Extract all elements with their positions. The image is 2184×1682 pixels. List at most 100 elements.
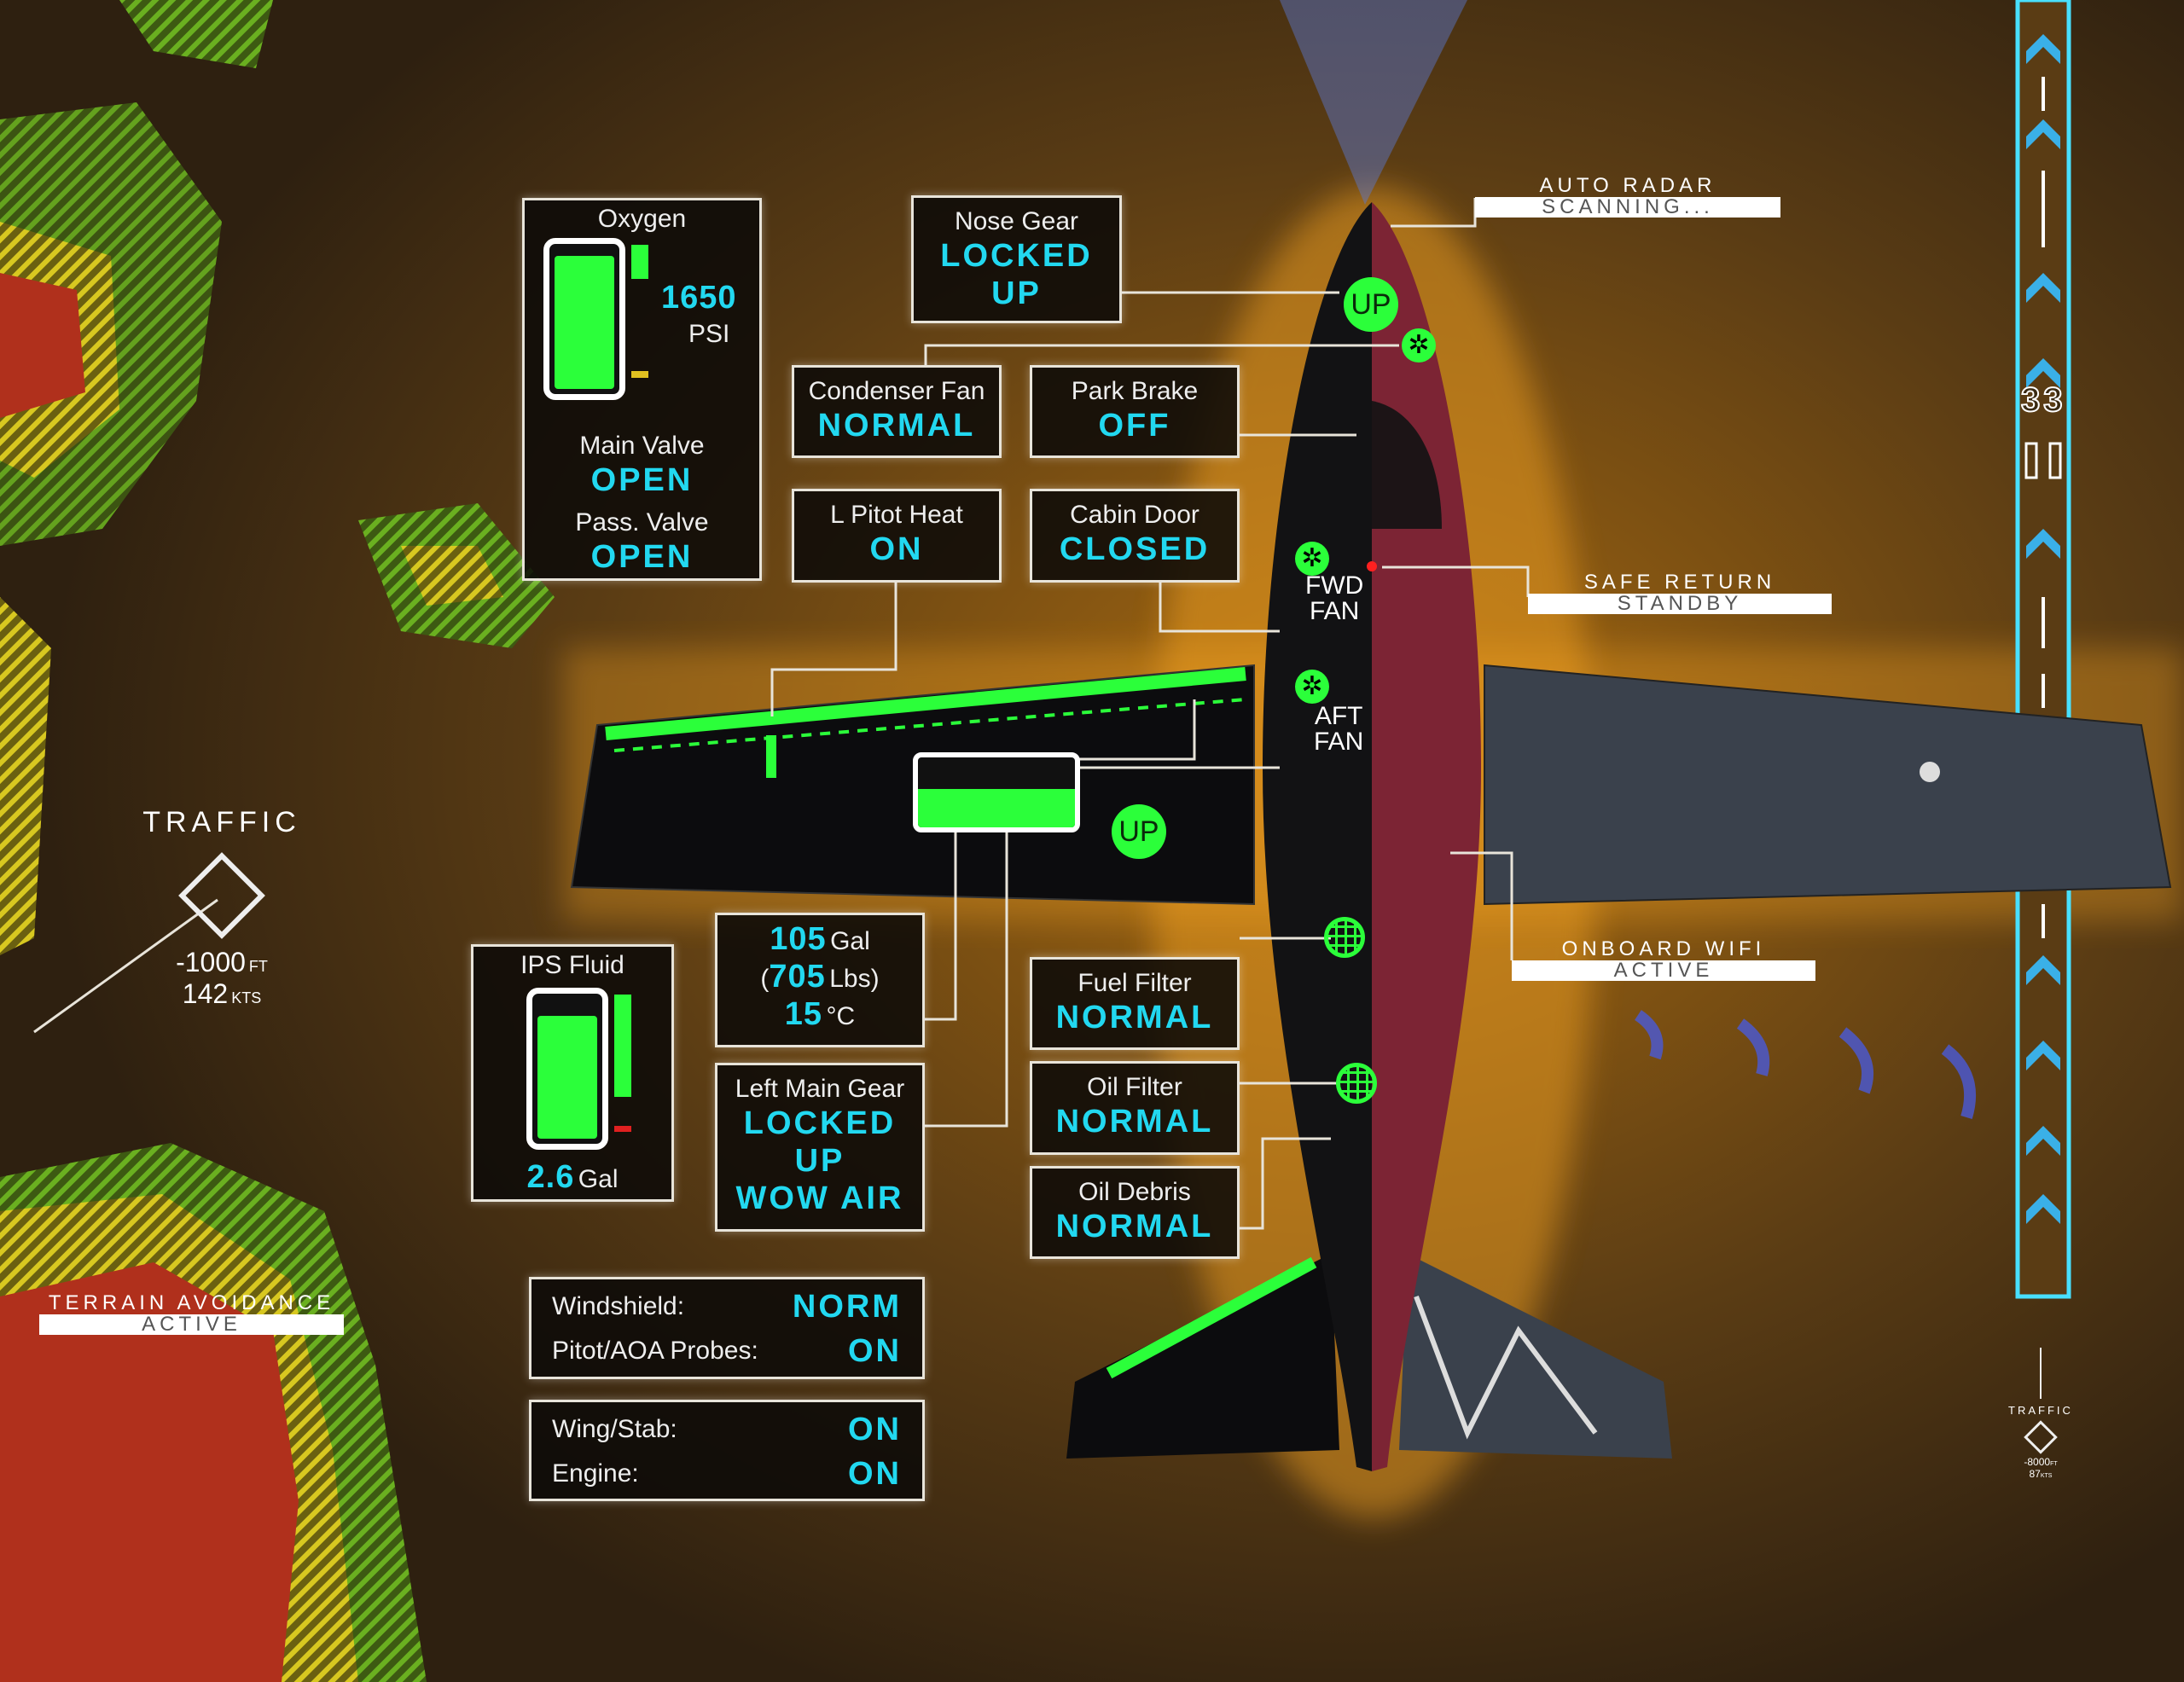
traffic-right-alt: -8000 [2024,1456,2051,1468]
ice-row-windshield: Windshield:NORM [531,1285,922,1329]
traffic-right-diamond-icon [2024,1420,2058,1454]
traffic-right-line [2040,1348,2042,1399]
wing-stab-value: ON [848,1411,902,1447]
traffic-right-label: TRAFFIC [2008,1404,2073,1417]
oxygen-panel: Oxygen 1650 PSI Main Valve OPEN Pass. Va… [522,198,762,581]
fuel-quantity-panel: 105 Gal (705 Lbs) 15 °C [715,913,925,1047]
ice-protection-panel-2: Wing/Stab: ON Engine: ON [529,1400,925,1501]
oil-debris-title: Oil Debris [1078,1178,1191,1206]
fuel-tank-indicator [913,752,1080,832]
fuel-temperature: 15 [784,996,823,1032]
fuel-pounds-unit: Lbs) [829,965,880,993]
ips-fluid-unit: Gal [578,1165,619,1193]
fuel-filter-title: Fuel Filter [1077,969,1192,997]
ice-protection-panel-1: Windshield:NORM Pitot/AOA Probes:ON [529,1277,925,1379]
fuel-temperature-unit: °C [826,1002,856,1030]
fuel-pounds: 705 [769,959,826,995]
l-pitot-heat-value: ON [869,531,924,567]
traffic-right: TRAFFIC -8000FT 87KTS [1998,1348,2083,1480]
ips-low-marker [614,1126,631,1132]
oil-filter-title: Oil Filter [1087,1073,1182,1101]
onboard-wifi-status: ACTIVE [1512,960,1815,981]
pass-valve-value: OPEN [590,539,694,575]
fuel-gallons-unit: Gal [830,927,870,955]
right-wing [1484,664,2172,906]
oxygen-pressure: 1650 [661,280,737,316]
oxygen-low-marker [631,371,648,378]
terrain-avoidance-status: ACTIVE [39,1314,344,1335]
traffic-left-speed-unit: KTS [231,989,262,1006]
fwd-fan-icon: ✲ [1295,542,1329,576]
probes-value: ON [848,1332,902,1369]
engine-label: Engine: [552,1459,639,1488]
oil-debris-panel: Oil Debris NORMAL [1030,1166,1240,1259]
aft-fan-label: AFT FAN [1314,702,1364,756]
cabin-door-panel: Cabin Door CLOSED [1030,489,1240,583]
traffic-right-speed-unit: KTS [2040,1473,2053,1479]
condenser-fan-title: Condenser Fan [808,377,985,405]
traffic-left-label: TRAFFIC [142,806,301,838]
engine-value: ON [848,1455,902,1492]
park-brake-panel: Park Brake OFF [1030,365,1240,458]
fuselage-left [1263,202,1372,1471]
auto-radar-tag: AUTO RADAR SCANNING... [1475,175,1780,218]
oil-filter-value: NORMAL [1055,1104,1214,1140]
ips-fluid-title: IPS Fluid [520,951,624,979]
fuel-paren: ( [760,965,770,993]
windshield-label: Windshield: [552,1292,685,1320]
nose-gear-title: Nose Gear [954,207,1079,235]
left-stabilizer [1066,1254,1339,1459]
condenser-fan-panel: Condenser Fan NORMAL [792,365,1002,458]
ice-row-engine: Engine: ON [531,1452,922,1496]
ips-level-marker [614,995,631,1097]
oil-debris-value: NORMAL [1055,1209,1214,1244]
airplane [570,202,2172,1471]
traffic-left-alt: -1000 [176,947,246,977]
oil-filter-panel: Oil Filter NORMAL [1030,1061,1240,1155]
main-valve-label: Main Valve [579,432,705,460]
traffic-diamond-icon [178,852,265,939]
park-brake-value: OFF [1098,408,1171,444]
left-main-gear-title: Left Main Gear [735,1075,905,1103]
left-main-gear-position: UP [794,1143,845,1179]
onboard-wifi-tag: ONBOARD WIFI ACTIVE [1512,938,1815,981]
runway [2015,0,2071,1299]
traffic-left-speed: 142 [182,978,229,1009]
l-pitot-heat-panel: L Pitot Heat ON [792,489,1002,583]
oxygen-pressure-unit: PSI [688,320,730,348]
terrain-avoidance-label: TERRAIN AVOIDANCE [48,1291,335,1314]
traffic-right-speed: 87 [2029,1468,2041,1480]
left-main-gear-wow: WOW AIR [735,1180,904,1216]
ice-row-probes: Pitot/AOA Probes:ON [531,1329,922,1373]
fuel-filter-panel: Fuel Filter NORMAL [1030,957,1240,1050]
oil-filter-grid-icon [1336,1063,1377,1104]
ice-row-wing-stab: Wing/Stab: ON [531,1407,922,1452]
main-gear-up-badge: UP [1112,804,1166,859]
safe-return-label: SAFE RETURN [1583,571,1776,594]
fuel-gallons: 105 [770,921,827,957]
filter-grid-icon [1324,917,1365,958]
cabin-door-value: CLOSED [1059,531,1211,567]
cabin-door-title: Cabin Door [1070,501,1199,529]
safe-return-status: STANDBY [1528,594,1832,614]
safe-return-tag: SAFE RETURN STANDBY [1528,571,1832,614]
oxygen-title: Oxygen [597,205,687,233]
nose-gear-state: LOCKED [940,238,1093,274]
onboard-wifi-label: ONBOARD WIFI [1561,937,1766,960]
ips-fluid-value: 2.6 [526,1159,575,1195]
park-brake-title: Park Brake [1071,377,1199,405]
traffic-left-alt-unit: FT [248,958,268,975]
wing-stab-label: Wing/Stab: [552,1415,677,1443]
oxygen-level-marker [631,245,648,279]
main-valve-value: OPEN [590,462,694,498]
auto-radar-label: AUTO RADAR [1539,174,1716,197]
ips-fluid-panel: IPS Fluid 2.6 Gal [471,944,674,1202]
left-main-gear-state: LOCKED [743,1105,897,1141]
traffic-right-alt-unit: FT [2050,1461,2058,1467]
l-pitot-heat-title: L Pitot Heat [830,501,963,529]
auto-radar-status: SCANNING... [1475,197,1780,218]
condenser-fan-value: NORMAL [817,408,976,444]
oxygen-gauge [543,238,625,400]
nose-gear-up-badge: UP [1344,277,1398,332]
